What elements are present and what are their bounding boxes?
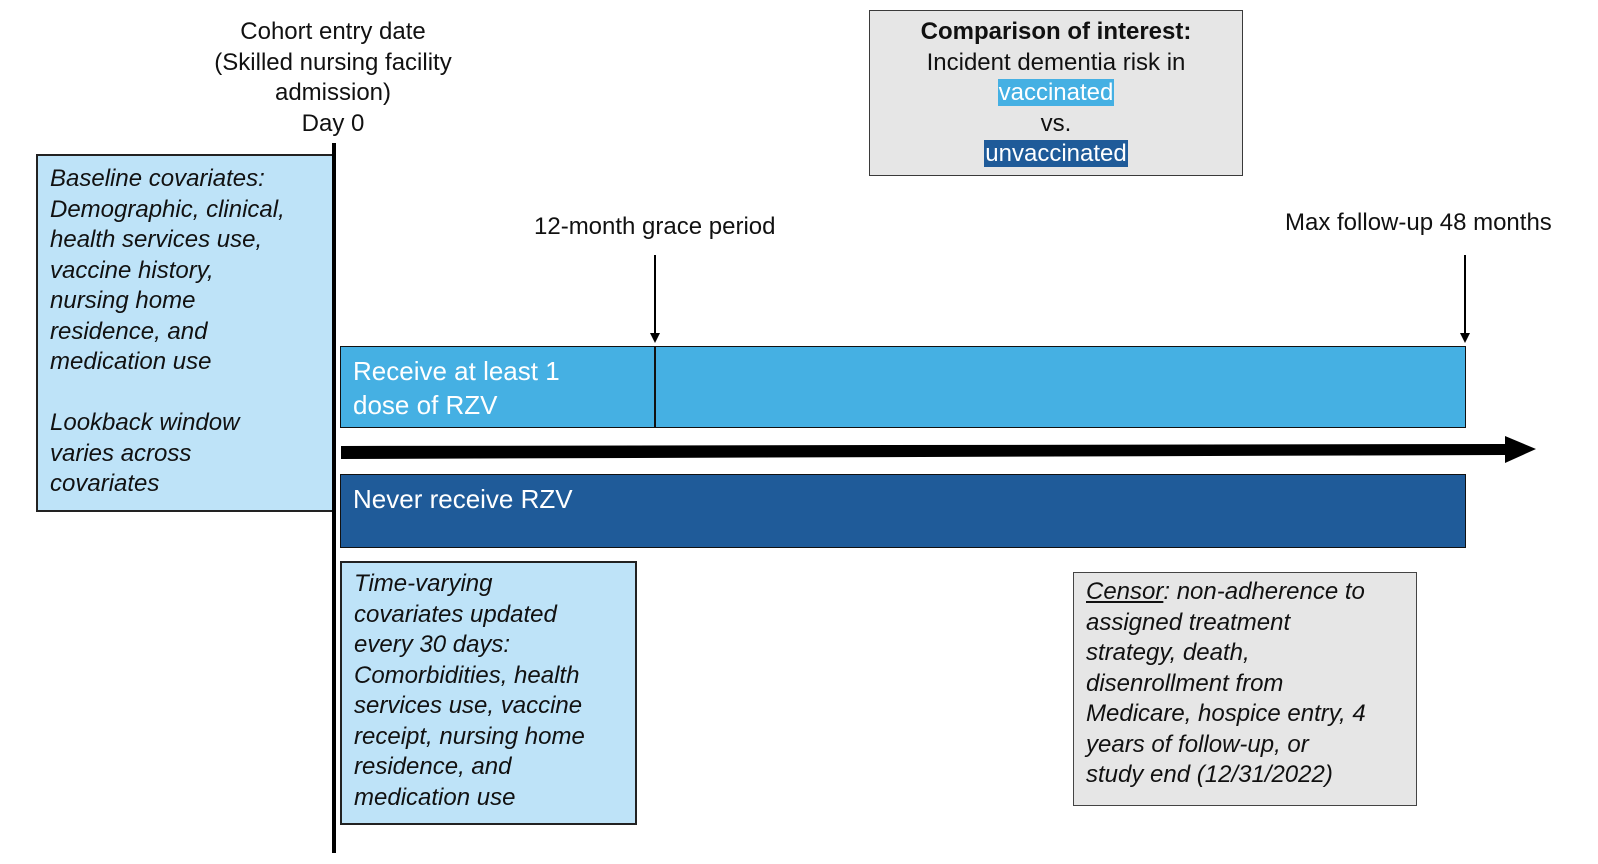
censor-line: study end (12/31/2022) [1086, 761, 1333, 788]
time-varying-line: covariates updated [354, 600, 557, 628]
comparison-text: Incident dementia risk in [926, 48, 1186, 76]
max-followup-arrowhead [1460, 333, 1470, 343]
censor-line: strategy, death, [1086, 639, 1250, 666]
censor-line: Medicare, hospice entry, 4 [1086, 700, 1366, 727]
baseline-line: nursing home [50, 287, 196, 314]
baseline-covariates-box: Baseline covariates: Demographic, clinic… [36, 154, 334, 512]
censor-box: Censor: non-adherence to assigned treatm… [1073, 572, 1417, 806]
baseline-line: Demographic, clinical, [50, 195, 285, 223]
time-varying-covariates-box: Time-varying covariates updated every 30… [340, 561, 637, 825]
max-followup-label: Max follow-up 48 months [1285, 209, 1552, 236]
censor-line: assigned treatment [1086, 608, 1291, 636]
vaccinated-bar-line: Receive at least 1 [353, 356, 560, 386]
lookback-line: covariates [50, 470, 160, 497]
censor-first-line: Censor: non-adherence to [1086, 577, 1416, 608]
time-varying-line: every 30 days: [354, 631, 511, 658]
vaccinated-highlight: vaccinated [997, 79, 1115, 106]
grace-period-label: 12-month grace period [534, 213, 776, 240]
cohort-entry-line: Cohort entry date [240, 18, 426, 45]
grace-period-arrowhead [650, 333, 660, 343]
vaccinated-bar-line: dose of RZV [353, 390, 498, 420]
time-varying-line: receipt, nursing home [354, 722, 585, 750]
vaccinated-bar-label: Receive at least 1 dose of RZV [353, 354, 560, 422]
comparison-title: Comparison of interest: [920, 18, 1192, 45]
grace-period-divider [654, 346, 656, 428]
time-varying-line: Comorbidities, health [354, 661, 580, 689]
baseline-line: residence, and [50, 317, 208, 345]
censor-line: disenrollment from [1086, 669, 1284, 697]
baseline-line: medication use [50, 348, 212, 375]
censor-title: Censor [1086, 578, 1164, 605]
lookback-line: varies across [50, 439, 192, 467]
cohort-entry-line: (Skilled nursing facility [214, 48, 452, 76]
time-varying-line: Time-varying [354, 570, 493, 597]
vaccinated-bar [340, 346, 1466, 428]
cohort-entry-label: Cohort entry date (Skilled nursing facil… [183, 17, 483, 139]
baseline-line: health services use, [50, 226, 263, 253]
comparison-box: Comparison of interest: Incident dementi… [869, 10, 1243, 176]
timeline-arrow [341, 436, 1536, 463]
baseline-line: Baseline covariates: [50, 165, 265, 192]
lookback-line: Lookback window [50, 409, 240, 436]
baseline-line: vaccine history, [50, 256, 214, 284]
time-varying-line: medication use [354, 783, 516, 811]
comparison-vs: vs. [1040, 109, 1072, 137]
unvaccinated-bar [340, 474, 1466, 548]
censor-line: years of follow-up, or [1086, 730, 1309, 758]
day0-line [332, 143, 336, 853]
day0-label: Day 0 [301, 109, 365, 137]
unvaccinated-bar-label: Never receive RZV [353, 484, 573, 514]
time-varying-line: services use, vaccine [354, 692, 583, 719]
censor-first-line-rest: : non-adherence to [1163, 578, 1365, 605]
time-varying-line: residence, and [354, 753, 512, 780]
unvaccinated-highlight: unvaccinated [984, 140, 1128, 167]
cohort-entry-line: admission) [274, 79, 392, 106]
